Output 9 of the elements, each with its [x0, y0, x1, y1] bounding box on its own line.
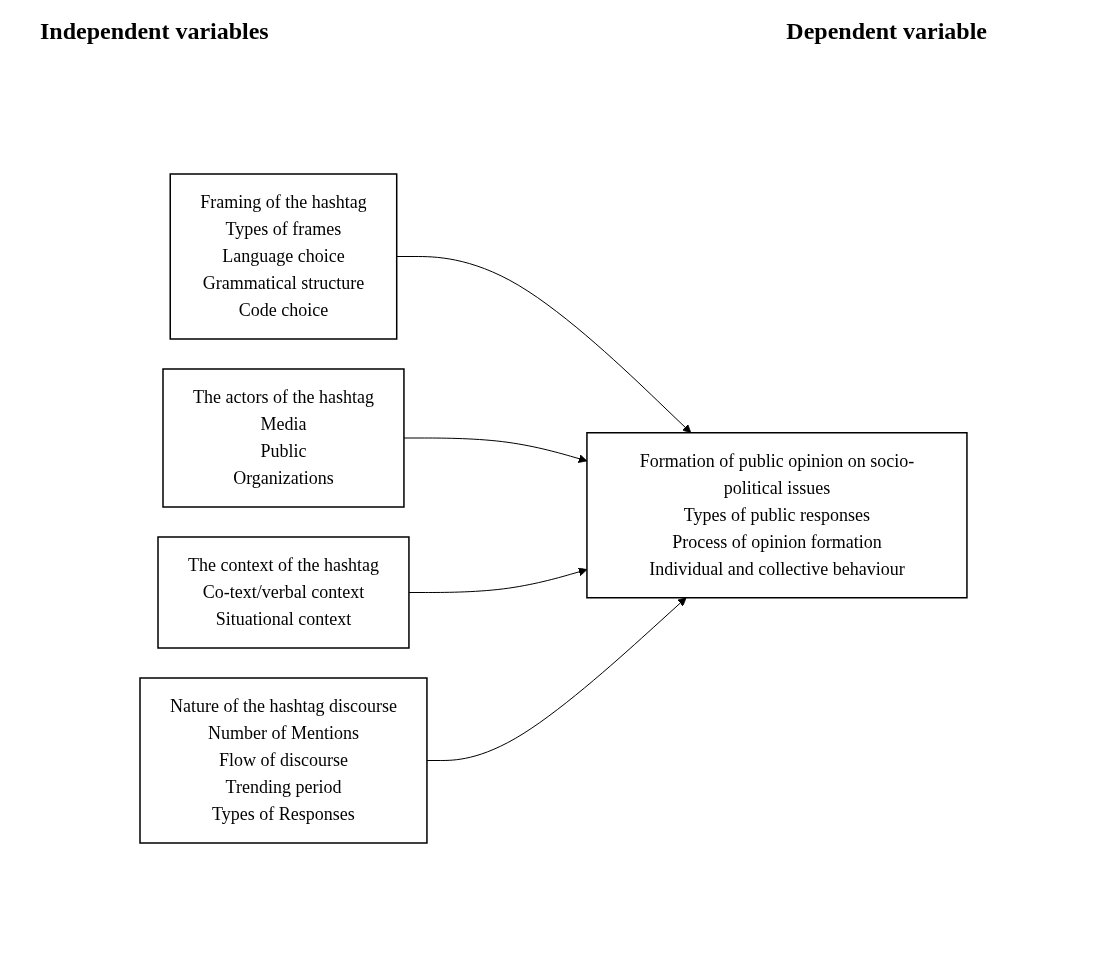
node-box: The context of the hashtag Co-text/verbal context Situational context: [157, 535, 410, 649]
column-heading: Independent variables: [40, 18, 269, 46]
arrow: [396, 255, 692, 433]
arrow: [426, 596, 687, 761]
node-box: Nature of the hashtag discourse Number of Mentions Flow of discourse Trending period Types of Responses: [139, 676, 428, 844]
node-box: The actors of the hashtag Media Public Organizations: [162, 367, 405, 508]
column-heading: Dependent variable: [786, 18, 987, 46]
node-box: Formation of public opinion on socio-political issues Types of public responses Process of opinion formation Individual and collective behaviour: [586, 431, 968, 598]
node-box: Framing of the hashtag Types of frames Language choice Grammatical structure Code choice: [169, 172, 398, 340]
